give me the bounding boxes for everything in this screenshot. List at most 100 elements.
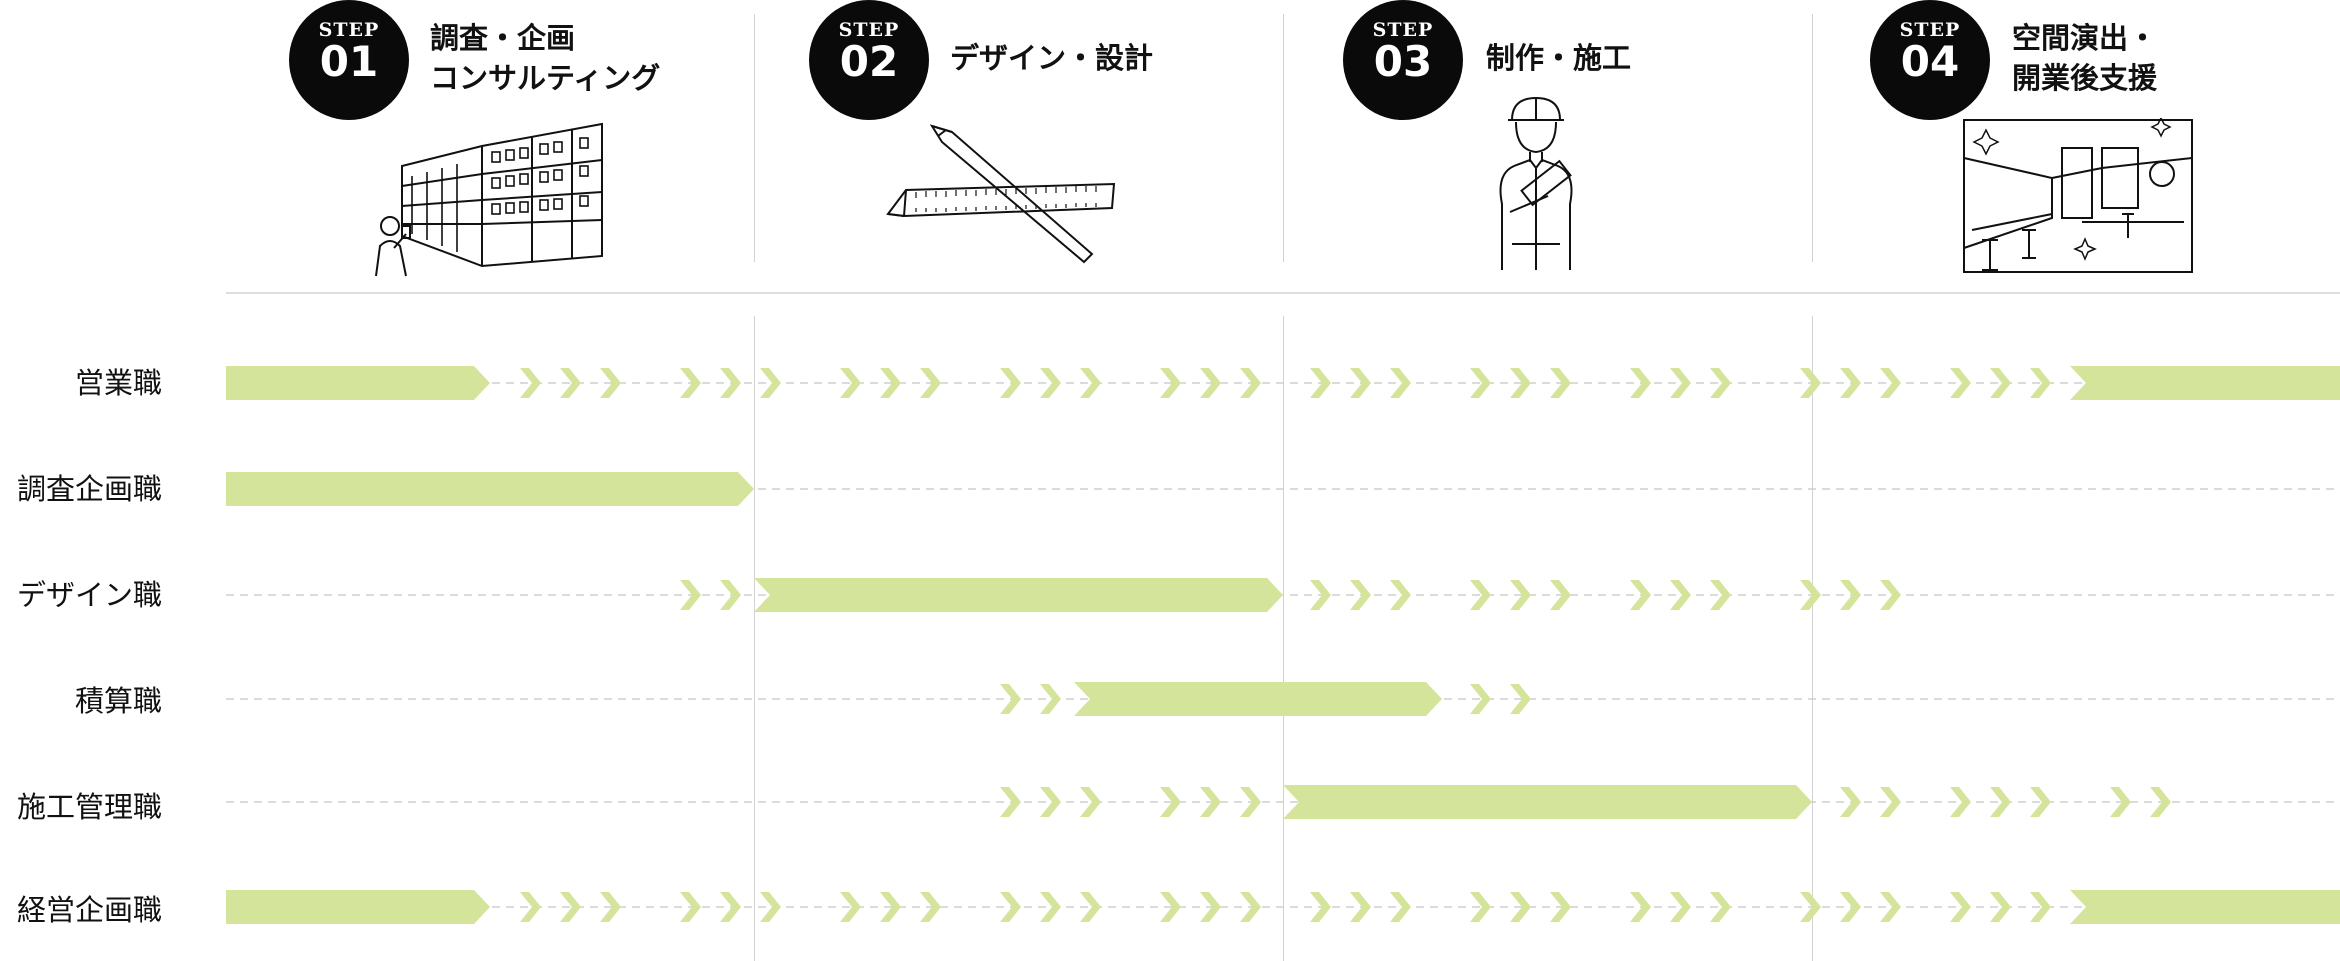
role-label: 積算職 bbox=[74, 684, 162, 718]
building-icon bbox=[375, 122, 603, 277]
interior-icon bbox=[1963, 118, 2193, 273]
chevron-arrow bbox=[1950, 368, 1971, 398]
chevron-arrow bbox=[840, 892, 861, 922]
chevron-arrow bbox=[1000, 368, 1021, 398]
step-badge-label: STEP bbox=[838, 19, 900, 41]
chevron-arrow bbox=[520, 892, 541, 922]
chevron-arrow bbox=[1670, 368, 1691, 398]
chevron-arrow bbox=[1160, 787, 1181, 817]
chevron-arrow bbox=[1470, 684, 1491, 714]
chevron-arrow bbox=[920, 368, 941, 398]
chevron-arrow bbox=[1310, 580, 1331, 610]
column-divider bbox=[1283, 316, 1284, 961]
chevron-arrow bbox=[2150, 787, 2171, 817]
chevron-arrow bbox=[1550, 580, 1571, 610]
chevron-arrow bbox=[1950, 787, 1971, 817]
chevron-arrow bbox=[1040, 368, 1061, 398]
chevron-arrow bbox=[1840, 787, 1861, 817]
chevron-arrow bbox=[1630, 580, 1651, 610]
chevron-arrow bbox=[2030, 787, 2051, 817]
step-title-line: コンサルティング bbox=[430, 61, 661, 95]
chevron-arrow bbox=[600, 368, 621, 398]
step-title-line: 空間演出・ bbox=[2012, 21, 2158, 55]
chevron-arrow bbox=[1840, 580, 1861, 610]
role-bar bbox=[2070, 366, 2340, 400]
role-label: 施工管理職 bbox=[16, 790, 162, 824]
step-title: 空間演出・ 開業後支援 bbox=[2012, 18, 2157, 98]
chevron-arrow bbox=[1200, 368, 1221, 398]
chevron-arrow bbox=[1470, 368, 1491, 398]
chevron-arrow bbox=[1880, 787, 1901, 817]
chevron-arrow bbox=[720, 892, 741, 922]
chevron-arrow bbox=[1000, 684, 1021, 714]
role-bar bbox=[226, 472, 754, 506]
chevron-arrow bbox=[920, 892, 941, 922]
chevron-arrow bbox=[2030, 892, 2051, 922]
chevron-arrow bbox=[1990, 892, 2011, 922]
role-label: 営業職 bbox=[74, 366, 162, 400]
chevron-arrow bbox=[760, 892, 781, 922]
role-label: 調査企画職 bbox=[16, 472, 162, 506]
chevron-arrow bbox=[1990, 787, 2011, 817]
chevron-arrow bbox=[600, 892, 621, 922]
chevron-arrow bbox=[1080, 892, 1101, 922]
chevron-arrow bbox=[1160, 368, 1181, 398]
chevron-arrow bbox=[1390, 892, 1411, 922]
chevron-arrow bbox=[680, 892, 701, 922]
chevron-arrow bbox=[1080, 787, 1101, 817]
chevron-arrow bbox=[1040, 787, 1061, 817]
column-divider bbox=[754, 316, 755, 961]
chevron-arrow bbox=[1470, 892, 1491, 922]
chevron-arrow bbox=[560, 368, 581, 398]
chevron-arrow bbox=[720, 368, 741, 398]
step-badge: STEP 03 bbox=[1343, 0, 1463, 120]
step-badge: STEP 01 bbox=[289, 0, 409, 120]
chevron-arrow bbox=[1710, 892, 1731, 922]
chevron-arrow bbox=[1510, 368, 1531, 398]
chevron-arrow bbox=[1550, 892, 1571, 922]
chevron-arrow bbox=[1040, 684, 1061, 714]
step-badge-label: STEP bbox=[1372, 19, 1434, 41]
step-title-line: 開業後支援 bbox=[2012, 61, 2158, 95]
chevron-arrow bbox=[1510, 684, 1531, 714]
chevron-arrow bbox=[720, 580, 741, 610]
column-divider bbox=[1283, 14, 1284, 262]
chevron-arrow bbox=[1240, 892, 1261, 922]
chevron-arrow bbox=[1840, 892, 1861, 922]
step-title-line: デザイン・設計 bbox=[950, 41, 1154, 75]
chevron-arrow bbox=[1800, 892, 1821, 922]
role-bar bbox=[226, 366, 490, 400]
step-badge-label: STEP bbox=[318, 19, 380, 41]
step-number: 03 bbox=[1373, 37, 1433, 86]
chevron-arrow bbox=[680, 580, 701, 610]
chevron-arrow bbox=[1800, 580, 1821, 610]
chevron-arrow bbox=[760, 368, 781, 398]
chevron-arrow bbox=[1880, 368, 1901, 398]
column-divider bbox=[1812, 316, 1813, 961]
role-bar bbox=[1074, 682, 1442, 716]
chevron-arrow bbox=[1040, 892, 1061, 922]
chevron-arrow bbox=[1350, 580, 1371, 610]
worker-icon bbox=[1499, 96, 1573, 270]
step-number: 01 bbox=[319, 37, 379, 86]
chevron-arrow bbox=[1470, 580, 1491, 610]
chevron-arrow bbox=[1710, 580, 1731, 610]
chevron-arrow bbox=[1670, 892, 1691, 922]
chevron-arrow bbox=[1880, 892, 1901, 922]
column-divider bbox=[1812, 14, 1813, 262]
chevron-arrow bbox=[1670, 580, 1691, 610]
chevron-arrow bbox=[1390, 580, 1411, 610]
role-bar bbox=[1283, 785, 1812, 819]
header-divider bbox=[226, 292, 2340, 294]
chevron-arrow bbox=[2110, 787, 2131, 817]
step-badge: STEP 02 bbox=[809, 0, 929, 120]
chevron-arrow bbox=[1510, 892, 1531, 922]
chevron-arrow bbox=[1200, 892, 1221, 922]
step-number: 04 bbox=[1900, 37, 1960, 86]
chevron-arrow bbox=[1310, 368, 1331, 398]
chevron-arrow bbox=[1240, 787, 1261, 817]
chevron-arrow bbox=[1000, 787, 1021, 817]
chevron-arrow bbox=[560, 892, 581, 922]
step-title: 制作・施工 bbox=[1486, 38, 1631, 78]
